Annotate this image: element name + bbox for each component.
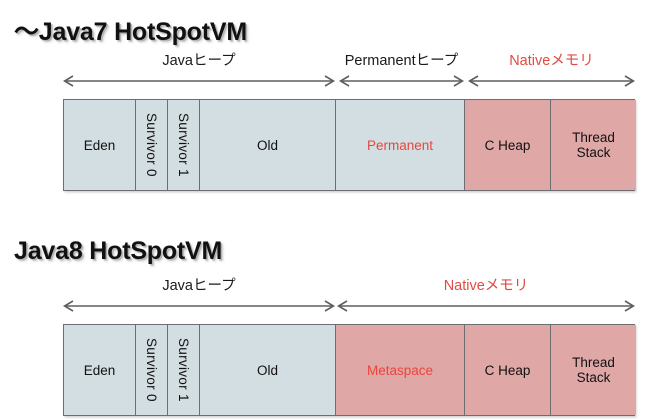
page-title-java7: ～Java7 HotSpotVM bbox=[12, 16, 249, 47]
memory-segment-label: Survivor 1 bbox=[176, 113, 191, 177]
memory-segment-label: Survivor 0 bbox=[144, 338, 159, 402]
arrow-group-Javaヒープ: Javaヒープ bbox=[63, 277, 335, 321]
arrow-band-java7: Javaヒープ Permanentヒープ Nativeメモリ bbox=[0, 52, 649, 96]
memory-segment-survivor-1: Survivor 1 bbox=[168, 325, 200, 415]
memory-segment-survivor-0: Survivor 0 bbox=[136, 100, 168, 190]
memory-segment-eden: Eden bbox=[64, 100, 136, 190]
double-arrow-icon bbox=[337, 298, 635, 314]
arrow-group-Javaヒープ: Javaヒープ bbox=[63, 52, 335, 96]
memory-segment-old: Old bbox=[200, 325, 336, 415]
arrow-group-Nativeメモリ: Nativeメモリ bbox=[337, 277, 635, 321]
page-title-java8: Java8 HotSpotVM bbox=[12, 235, 224, 266]
memory-segment-label: C Heap bbox=[484, 137, 531, 153]
memory-segment-label: C Heap bbox=[484, 362, 531, 378]
memory-segment-label: Survivor 1 bbox=[176, 338, 191, 402]
memory-segment-permanent: Permanent bbox=[336, 100, 465, 190]
arrow-group-Permanentヒープ: Permanentヒープ bbox=[339, 52, 464, 96]
arrow-label-Javaヒープ: Javaヒープ bbox=[162, 278, 236, 294]
arrow-label-Nativeメモリ: Nativeメモリ bbox=[443, 278, 529, 294]
memory-segment-old: Old bbox=[200, 100, 336, 190]
memory-segment-metaspace: Metaspace bbox=[336, 325, 465, 415]
memory-segment-label: Old bbox=[256, 137, 278, 153]
memory-segment-survivor-1: Survivor 1 bbox=[168, 100, 200, 190]
double-arrow-icon bbox=[63, 73, 335, 89]
memory-segment-c-heap: C Heap bbox=[465, 100, 551, 190]
memory-segment-label: Survivor 0 bbox=[144, 113, 159, 177]
memory-segment-label: Eden bbox=[83, 137, 116, 153]
memory-bar-java7: Eden Survivor 0 Survivor 1 Old Permanent C He… bbox=[63, 99, 636, 191]
arrow-group-Nativeメモリ: Nativeメモリ bbox=[468, 52, 635, 96]
memory-segment-label: Eden bbox=[83, 362, 116, 378]
memory-bar-java8: Eden Survivor 0 Survivor 1 Old Metaspace C He… bbox=[63, 324, 636, 416]
memory-segment-label: Old bbox=[256, 362, 278, 378]
arrow-label-Nativeメモリ: Nativeメモリ bbox=[509, 53, 594, 69]
double-arrow-icon bbox=[468, 73, 635, 89]
arrow-label-Javaヒープ: Javaヒープ bbox=[162, 53, 236, 69]
memory-segment-c-heap: C Heap bbox=[465, 325, 551, 415]
double-arrow-icon bbox=[339, 73, 464, 89]
memory-segment-eden: Eden bbox=[64, 325, 136, 415]
memory-segment-label: Permanent bbox=[366, 137, 434, 153]
memory-segment-survivor-0: Survivor 0 bbox=[136, 325, 168, 415]
arrow-label-Permanentヒープ: Permanentヒープ bbox=[344, 53, 459, 69]
double-arrow-icon bbox=[63, 298, 335, 314]
arrow-band-java8: Javaヒープ Nativeメモリ bbox=[0, 277, 649, 321]
memory-segment-label: Metaspace bbox=[366, 362, 434, 378]
